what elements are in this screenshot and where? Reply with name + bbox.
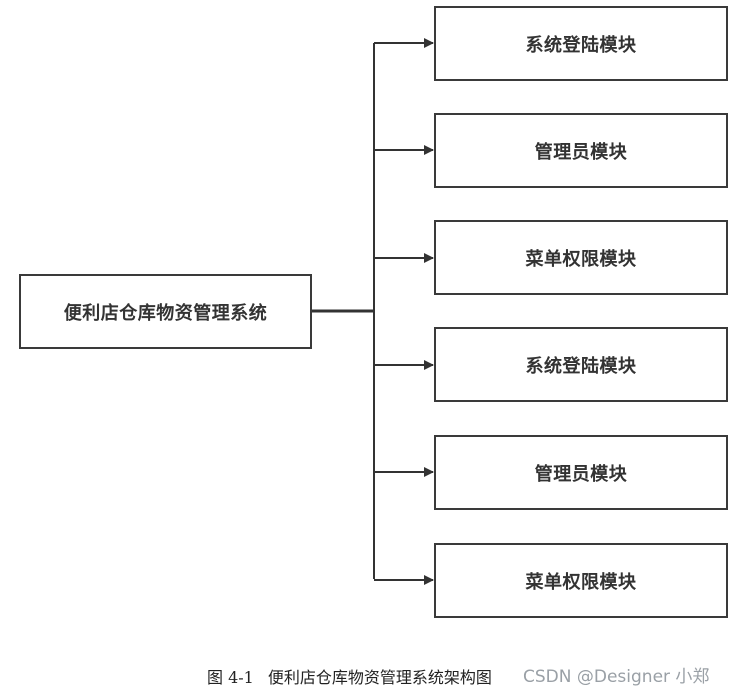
child-node-label: 菜单权限模块 xyxy=(525,248,637,270)
watermark-text: CSDN @Designer 小郑 xyxy=(523,667,710,687)
child-node-menu-permission-2: 菜单权限模块 xyxy=(434,543,728,618)
figure-caption: 图 4-1 便利店仓库物资管理系统架构图 xyxy=(207,664,492,688)
root-node: 便利店仓库物资管理系统 xyxy=(19,274,312,349)
child-node-label: 系统登陆模块 xyxy=(525,34,637,56)
figure-title: 便利店仓库物资管理系统架构图 xyxy=(267,668,492,687)
child-node-login-1: 系统登陆模块 xyxy=(434,6,728,81)
child-node-label: 菜单权限模块 xyxy=(525,571,637,593)
child-node-label: 系统登陆模块 xyxy=(525,355,637,377)
child-node-admin-1: 管理员模块 xyxy=(434,113,728,188)
child-node-login-2: 系统登陆模块 xyxy=(434,327,728,402)
child-node-label: 管理员模块 xyxy=(534,141,628,163)
child-node-label: 管理员模块 xyxy=(534,463,628,485)
figure-number: 图 4-1 xyxy=(207,668,254,687)
child-node-admin-2: 管理员模块 xyxy=(434,435,728,510)
root-node-label: 便利店仓库物资管理系统 xyxy=(63,302,268,324)
child-node-menu-permission-1: 菜单权限模块 xyxy=(434,220,728,295)
branch-arrows xyxy=(374,38,434,585)
